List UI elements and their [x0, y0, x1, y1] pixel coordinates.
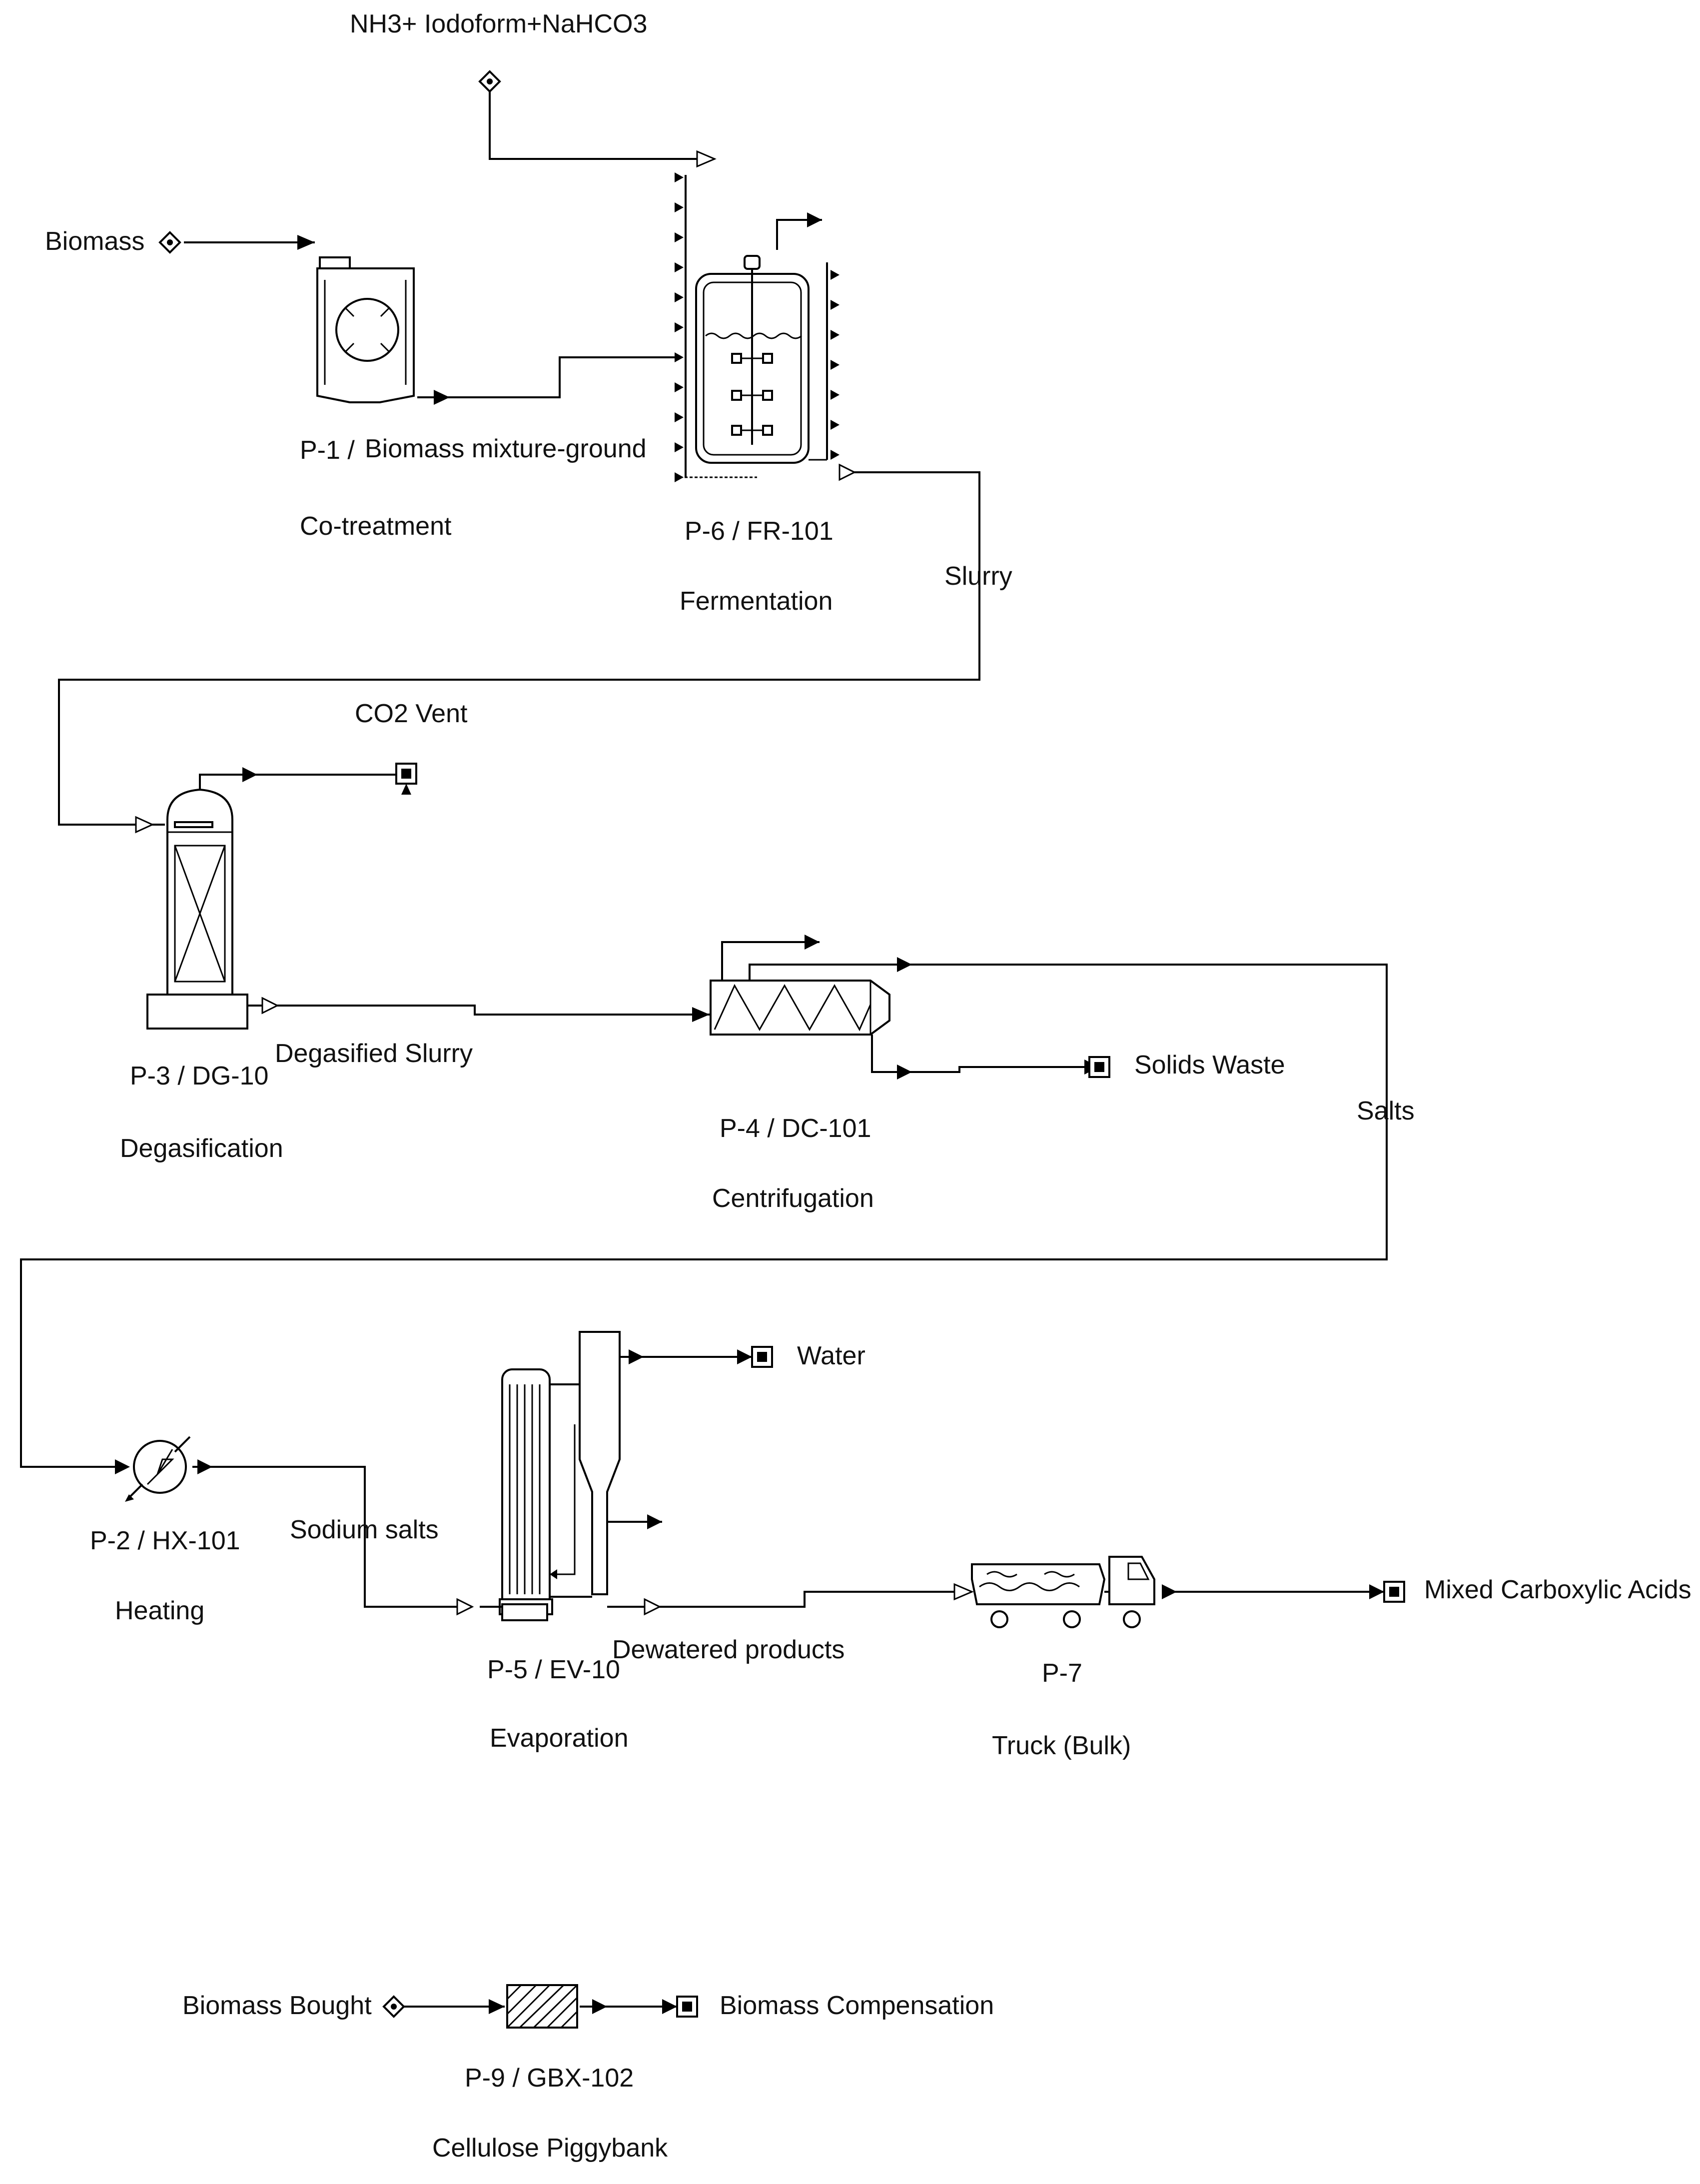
- stream-salts-line[interactable]: [20, 964, 1388, 1468]
- stream-dewatered-products-line[interactable]: [637, 1591, 972, 1608]
- stream-label-biomass-bought: Biomass Bought: [182, 1991, 372, 2020]
- unit-id-p3: P-3 / DG-10: [130, 1062, 268, 1091]
- unit-name-p7: Truck (Bulk): [992, 1731, 1131, 1760]
- stream-label-dewatered-products: Dewatered products: [612, 1635, 845, 1664]
- stream-slurry-line[interactable]: [58, 471, 980, 826]
- centrifuge-unit-icon[interactable]: [710, 980, 890, 1036]
- unit-id-p1: P-1 /: [300, 436, 355, 465]
- stream-solids-waste-line[interactable]: [871, 1035, 1099, 1073]
- sink-solids-waste-icon[interactable]: [1088, 1056, 1110, 1078]
- evaporator-unit-icon[interactable]: [480, 1331, 637, 1621]
- unit-id-p6: P-6 / FR-101: [685, 517, 834, 546]
- unit-name-p4: Centrifugation: [712, 1184, 874, 1213]
- source-biomass-bought-icon[interactable]: [382, 1995, 405, 2018]
- truck-unit-icon[interactable]: [971, 1556, 1155, 1628]
- stream-lines: [20, 87, 1388, 2014]
- stream-label-biomass: Biomass: [45, 227, 144, 256]
- stream-label-salts: Salts: [1357, 1096, 1415, 1125]
- stream-co2-line[interactable]: [199, 774, 402, 800]
- degasifier-unit-icon[interactable]: [146, 788, 248, 1030]
- unit-id-p5: P-5 / EV-10: [487, 1655, 620, 1684]
- unit-id-p2: P-2 / HX-101: [90, 1526, 240, 1555]
- stream-label-biomass-mixture: Biomass mixture-ground: [365, 434, 647, 463]
- cotreatment-unit-icon[interactable]: [316, 256, 415, 403]
- sink-co2-vent-icon[interactable]: [395, 763, 417, 795]
- unit-id-p7: P-7: [1042, 1659, 1082, 1688]
- stream-label-sodium-salts: Sodium salts: [290, 1515, 439, 1544]
- stream-label-biomass-compensation: Biomass Compensation: [720, 1991, 994, 2020]
- stream-centrifuge-vent-line[interactable]: [721, 941, 820, 981]
- stream-fermenter-vent-line[interactable]: [776, 219, 822, 250]
- stream-label-nh3-feed: NH3+ Iodoform+NaHCO3: [350, 9, 647, 38]
- piggybank-unit-icon[interactable]: [506, 1984, 578, 2029]
- unit-name-p9: Cellulose Piggybank: [432, 2134, 668, 2163]
- unit-name-p1: Co-treatment: [300, 512, 452, 541]
- source-nh3-icon[interactable]: [478, 70, 501, 93]
- unit-name-p3: Degasification: [120, 1134, 283, 1163]
- stream-label-solids-waste: Solids Waste: [1134, 1051, 1285, 1080]
- stream-label-co2-vent: CO2 Vent: [355, 699, 468, 728]
- sink-mixed-carboxylic-acids-icon[interactable]: [1383, 1581, 1405, 1603]
- stream-sodium-salts-line[interactable]: [192, 1466, 472, 1608]
- stream-label-water: Water: [797, 1341, 865, 1370]
- unit-name-p5: Evaporation: [490, 1724, 629, 1753]
- sink-biomass-compensation-icon[interactable]: [676, 1996, 698, 2018]
- stream-label-mixed-carboxylic-acids: Mixed Carboxylic Acids: [1424, 1575, 1692, 1604]
- unit-name-p2: Heating: [115, 1596, 204, 1625]
- unit-name-p6: Fermentation: [680, 587, 833, 616]
- stream-biomass-mixture-line[interactable]: [417, 356, 680, 398]
- stream-label-slurry: Slurry: [944, 562, 1012, 591]
- source-biomass-icon[interactable]: [158, 231, 181, 254]
- unit-id-p4: P-4 / DC-101: [720, 1114, 871, 1143]
- stream-label-degasified-slurry: Degasified Slurry: [275, 1039, 473, 1068]
- stream-degasified-slurry-line[interactable]: [247, 1005, 710, 1016]
- heater-unit-icon[interactable]: [125, 1436, 191, 1502]
- unit-id-p9: P-9 / GBX-102: [465, 2064, 634, 2093]
- stream-nh3-line[interactable]: [489, 87, 715, 160]
- sink-water-icon[interactable]: [751, 1346, 773, 1368]
- fermenter-unit-icon[interactable]: [675, 172, 840, 482]
